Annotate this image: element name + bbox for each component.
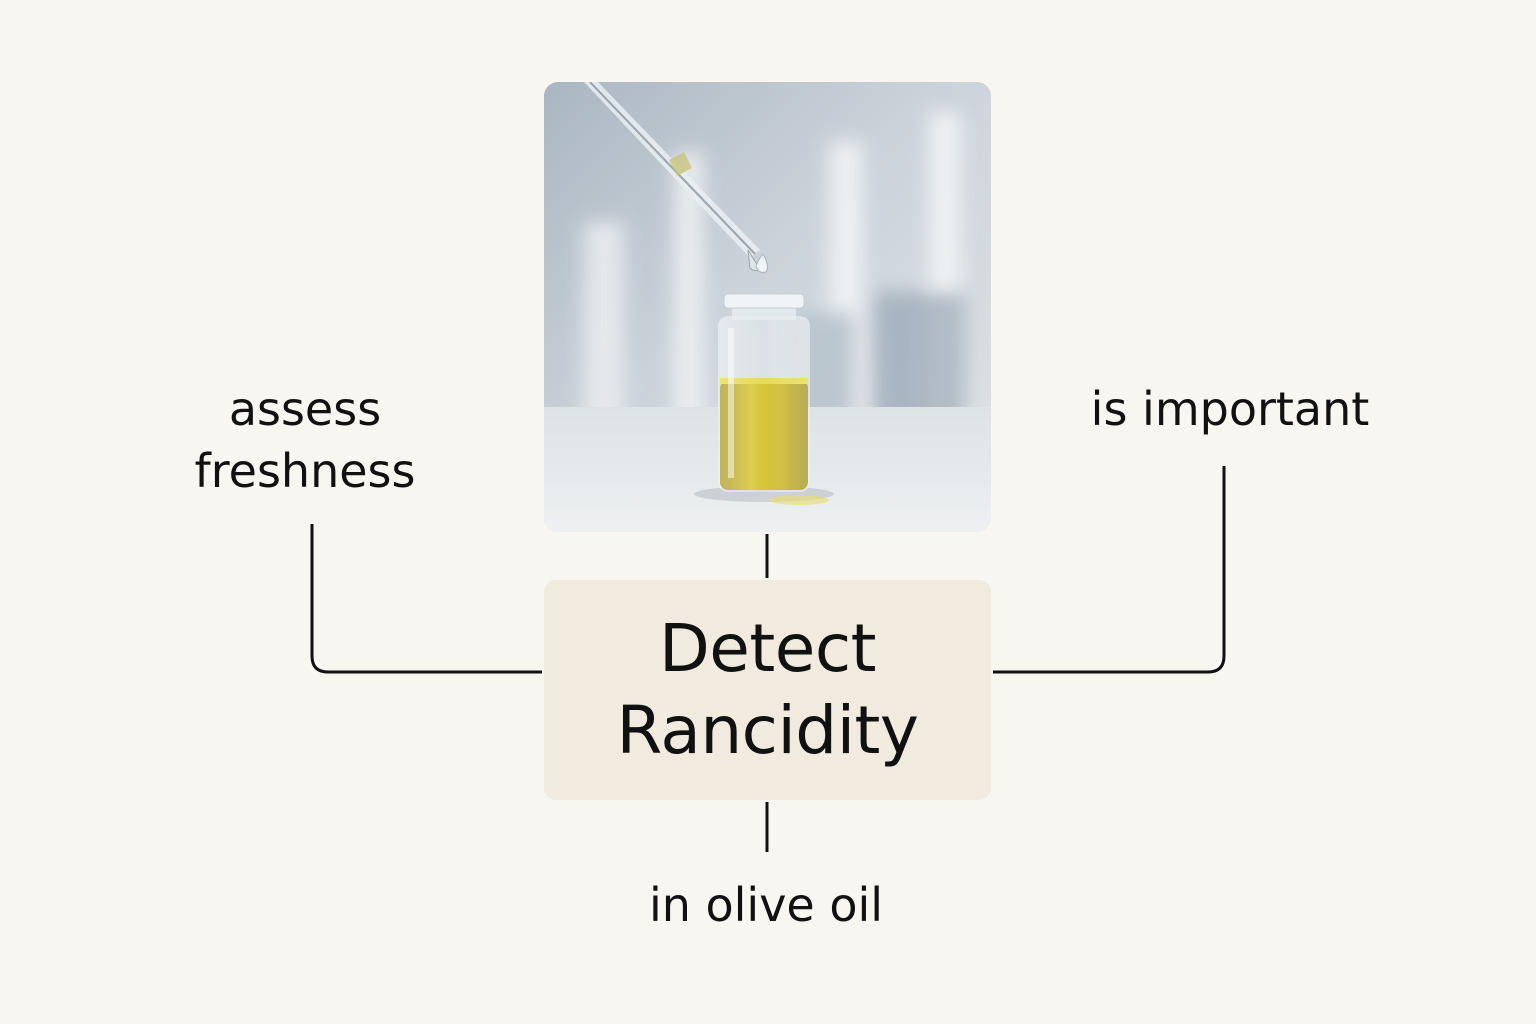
lab-photo xyxy=(544,82,991,532)
connector-right xyxy=(993,466,1226,674)
connector-left xyxy=(310,524,542,674)
dropper-over-oil-vial-icon xyxy=(544,82,991,532)
label-left: assess freshness xyxy=(194,382,416,498)
label-bottom: in olive oil xyxy=(648,878,884,932)
label-right: is important xyxy=(1090,382,1370,436)
center-title: Detect Rancidity xyxy=(616,610,919,769)
center-node: Detect Rancidity xyxy=(544,580,991,800)
